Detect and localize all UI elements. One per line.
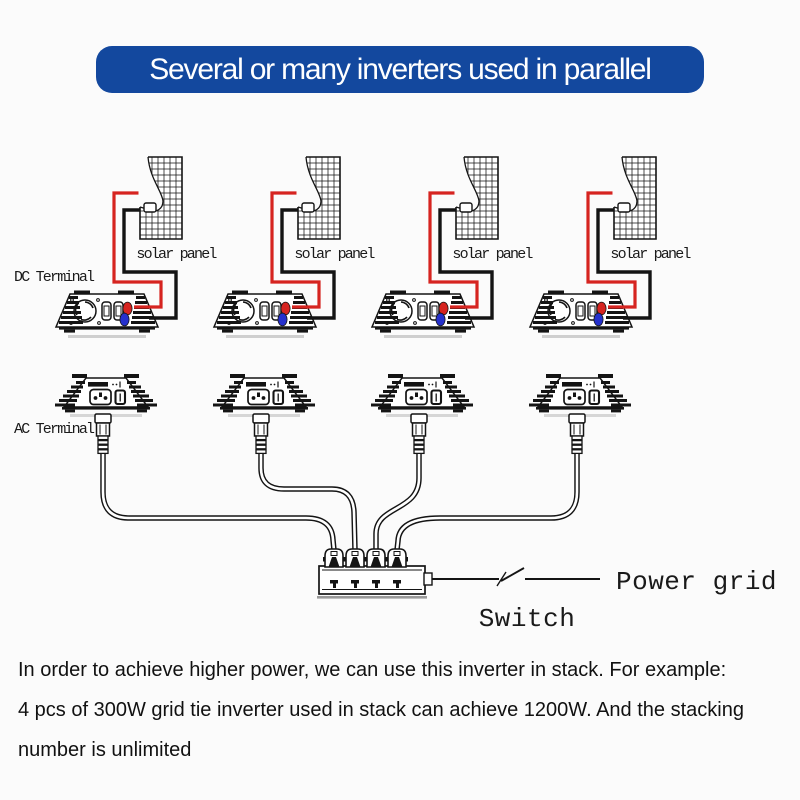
solar-panel-3 xyxy=(453,155,499,240)
ac-terminal-label: AC Terminal xyxy=(14,421,95,438)
dc-wire-red-1 xyxy=(112,191,163,309)
description-line-1: In order to achieve higher power, we can… xyxy=(18,659,727,681)
switch-label: Switch xyxy=(479,604,576,634)
power-grid-label: Power grid xyxy=(616,567,777,597)
strip-plug-3 xyxy=(364,548,388,568)
dc-wire-black-3 xyxy=(438,208,494,320)
ac-inverter-2 xyxy=(211,372,317,419)
generation-unit-1: solar panel xyxy=(54,155,219,340)
ac-plug-1 xyxy=(94,413,112,455)
strip-plug-2 xyxy=(343,548,367,568)
description-line-3: number is unlimited xyxy=(18,739,192,761)
solar-panel-2 xyxy=(295,155,341,240)
ac-inverter-3 xyxy=(369,372,475,419)
solar-panel-1 xyxy=(137,155,183,240)
grid-switch xyxy=(432,567,600,587)
generation-unit-2: solar panel xyxy=(212,155,377,340)
ac-cables xyxy=(100,454,580,551)
page-title: Several or many inverters used in parall… xyxy=(149,52,652,86)
ac-plug-4 xyxy=(568,413,586,455)
ac-inverter-4 xyxy=(527,372,633,419)
strip-plug-4 xyxy=(385,548,409,568)
generation-unit-3: solar panel xyxy=(370,155,535,340)
ac-plug-3 xyxy=(410,413,428,455)
dc-inverter-2 xyxy=(212,289,318,340)
solar-panel-label-4: solar panel xyxy=(610,246,691,263)
ac-cable-2 xyxy=(258,454,358,551)
dc-terminal-label: DC Terminal xyxy=(14,269,95,286)
solar-panel-label-1: solar panel xyxy=(136,246,217,263)
dc-wire-black-4 xyxy=(596,208,652,320)
description-line-2: 4 pcs of 300W grid tie inverter used in … xyxy=(18,699,744,721)
description: In order to achieve higher power, we can… xyxy=(18,650,784,770)
dc-wire-red-3 xyxy=(428,191,479,309)
generation-unit-4: solar panel xyxy=(528,155,693,340)
title-banner: Several or many inverters used in parall… xyxy=(96,46,704,93)
dc-inverter-3 xyxy=(370,289,476,340)
dc-wire-black-2 xyxy=(280,208,336,320)
ac-cable-3 xyxy=(373,454,422,550)
power-strip xyxy=(317,548,433,599)
ac-plug-2 xyxy=(252,413,270,455)
dc-wire-black-1 xyxy=(122,208,178,320)
ac-cable-4 xyxy=(394,454,580,551)
ac-row xyxy=(53,372,633,455)
ac-cable-1 xyxy=(100,454,337,551)
parallel-inverters-diagram: solar panel solar panel solar panel sola… xyxy=(14,155,777,634)
solar-panel-label-2: solar panel xyxy=(294,246,375,263)
dc-inverter-4 xyxy=(528,289,634,340)
dc-inverter-1 xyxy=(54,289,160,340)
solar-panel-4 xyxy=(611,155,657,240)
dc-wire-red-4 xyxy=(586,191,637,309)
ac-inverter-1 xyxy=(53,372,159,419)
solar-panel-label-3: solar panel xyxy=(452,246,533,263)
dc-wire-red-2 xyxy=(270,191,321,309)
strip-cord-outlet xyxy=(423,572,433,586)
strip-plug-1 xyxy=(322,548,346,568)
